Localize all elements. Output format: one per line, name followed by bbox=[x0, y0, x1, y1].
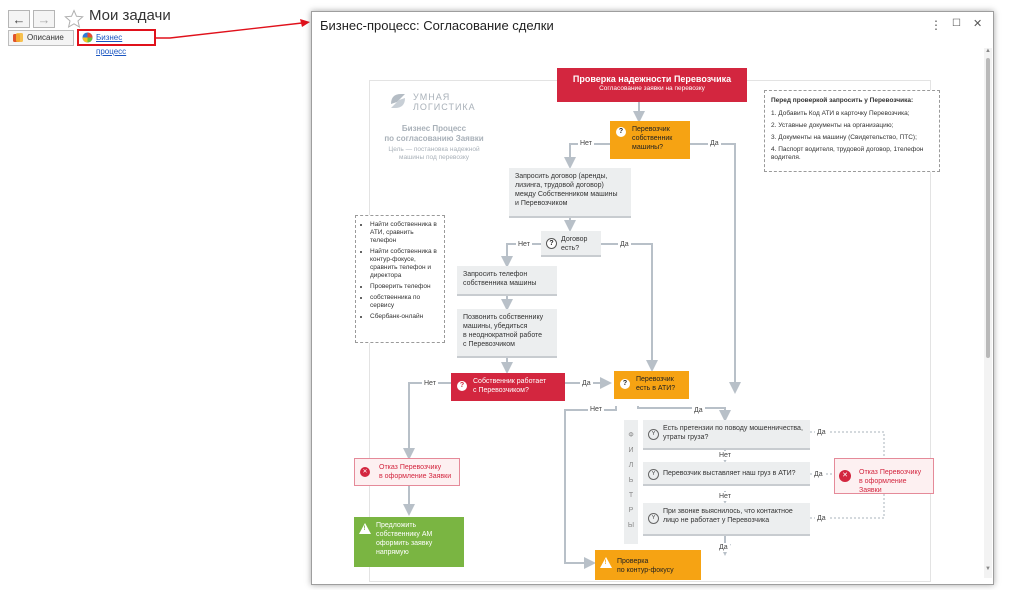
filter-icon: Y bbox=[648, 429, 659, 440]
tab-description[interactable]: Описание bbox=[8, 30, 74, 46]
process-diagram: УМНАЯ ЛОГИСТИКА Бизнес Процесс по соглас… bbox=[312, 48, 982, 584]
diagram-connectors bbox=[403, 98, 885, 569]
reject-box-2: ✕ Отказ Перевозчику в оформление Заявки bbox=[834, 458, 934, 494]
business-process-window: Бизнес-процесс: Согласование сделки ⋮ ☐ … bbox=[311, 11, 994, 585]
star-icon[interactable] bbox=[64, 9, 84, 29]
label-no: Нет bbox=[588, 405, 604, 414]
arrow-right-icon: → bbox=[37, 12, 51, 27]
filters-label: Ф И Л Ь Т Р Ы bbox=[627, 432, 635, 529]
close-icon[interactable]: ✕ bbox=[973, 18, 983, 30]
decision-contract: ? Договор есть? bbox=[541, 231, 601, 257]
label-yes: Да bbox=[708, 139, 721, 148]
contour-check-box: ! Проверка по контур-фокусу bbox=[595, 550, 701, 580]
notes-box: Перед проверкой запросить у Перевозчика:… bbox=[764, 90, 940, 172]
decision-owner: ? Перевозчик собственник машины? bbox=[610, 121, 690, 159]
filter-ati-cargo: Y Перевозчик выставляет наш груз в АТИ? bbox=[643, 462, 810, 486]
scrollbar-thumb[interactable] bbox=[986, 58, 990, 358]
question-icon: ? bbox=[616, 127, 626, 137]
decision-ati: ? Перевозчик есть в АТИ? bbox=[614, 371, 689, 399]
reject-box: ✕ Отказ Перевозчику в оформление Заявки bbox=[354, 458, 460, 486]
label-yes: Да bbox=[717, 543, 730, 552]
diagram-goal: Цель — постановка надежной машины под пе… bbox=[388, 146, 480, 161]
logo-icon bbox=[391, 94, 405, 108]
back-button[interactable]: ← bbox=[8, 10, 30, 28]
label-yes: Да bbox=[580, 379, 593, 388]
diagram-heading: Бизнес Процесс по согласованию Заявки bbox=[384, 124, 484, 143]
decision-owner-works: ? Собственник работает с Перевозчиком? bbox=[451, 373, 565, 401]
main-title-box: Проверка надежности Перевозчика Согласов… bbox=[557, 68, 747, 102]
label-no: Нет bbox=[422, 379, 438, 388]
page-title: Мои задачи bbox=[89, 7, 171, 24]
label-yes: Да bbox=[815, 514, 828, 523]
window-title: Бизнес-процесс: Согласование сделки bbox=[320, 18, 554, 33]
tab-label: Описание bbox=[27, 33, 64, 42]
label-yes: Да bbox=[812, 470, 825, 479]
filter-icon: Y bbox=[648, 469, 659, 480]
label-yes: Да bbox=[692, 406, 705, 415]
question-icon: ? bbox=[620, 379, 630, 389]
vertical-scrollbar[interactable]: ▲ ▼ bbox=[984, 48, 992, 578]
filter-contact: Y При звонке выяснилось, что контактное … bbox=[643, 503, 810, 536]
description-icon bbox=[13, 33, 23, 42]
label-yes: Да bbox=[815, 428, 828, 437]
cross-icon: ✕ bbox=[360, 467, 370, 477]
label-yes: Да bbox=[618, 240, 631, 249]
scroll-up-icon[interactable]: ▲ bbox=[985, 48, 991, 54]
question-icon: ? bbox=[546, 238, 557, 249]
label-no: Нет bbox=[578, 139, 594, 148]
question-icon: ? bbox=[457, 381, 467, 391]
call-owner-box: Позвонить собственнику машины, убедиться… bbox=[457, 309, 557, 358]
arrow-left-icon: ← bbox=[12, 12, 26, 27]
label-no: Нет bbox=[717, 451, 733, 460]
cross-icon: ✕ bbox=[839, 470, 851, 482]
more-menu-icon[interactable]: ⋮ bbox=[930, 18, 942, 32]
warning-icon bbox=[600, 557, 612, 568]
offer-direct-box: ! Предложить собственнику АМ оформить за… bbox=[354, 517, 464, 567]
business-process-icon bbox=[82, 32, 93, 43]
scroll-down-icon[interactable]: ▼ bbox=[985, 566, 991, 572]
tab-label: Бизнес процесс bbox=[96, 33, 127, 56]
warning-icon bbox=[359, 523, 371, 534]
label-no: Нет bbox=[516, 240, 532, 249]
filter-icon: Y bbox=[648, 513, 659, 524]
filter-fraud: Y Есть претензии по поводу мошенничества… bbox=[643, 420, 810, 450]
request-contract-box: Запросить договор (аренды, лизинга, труд… bbox=[509, 168, 631, 218]
maximize-icon[interactable]: ☐ bbox=[952, 18, 961, 29]
tab-business-process[interactable]: Бизнес процесс bbox=[77, 29, 156, 56]
request-phone-box: Запросить телефон собственника машины bbox=[457, 266, 557, 296]
find-owner-list: Найти собственника в АТИ, сравнить телеф… bbox=[355, 215, 445, 343]
label-no: Нет bbox=[717, 492, 733, 501]
forward-button[interactable]: → bbox=[33, 10, 55, 28]
pointer-arrow bbox=[156, 19, 310, 39]
logo-text: УМНАЯ ЛОГИСТИКА bbox=[413, 92, 476, 112]
